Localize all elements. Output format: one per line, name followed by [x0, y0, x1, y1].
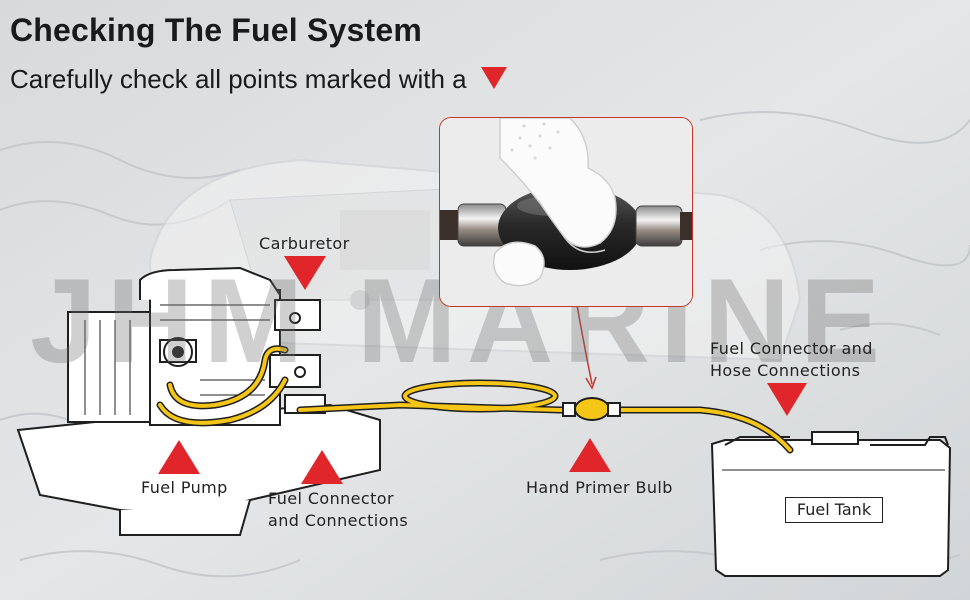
tank-connector-label-line2: Hose Connections [710, 361, 861, 380]
tank-connector-label-line1: Fuel Connector and [710, 339, 873, 358]
carburetor-marker [284, 256, 326, 290]
hand-primer-marker [569, 438, 611, 472]
primer-bulb-drawing [562, 397, 621, 421]
tank-connector-marker [767, 383, 807, 416]
subtitle-text: Carefully check all points marked with a [10, 64, 467, 94]
inset-pointer-arrow [576, 304, 597, 390]
primer-bulb-photo [439, 117, 693, 307]
outboard-engine-drawing [16, 266, 381, 536]
fuel-connector-label-line2: and Connections [268, 511, 409, 530]
fuel-connector-label: Fuel Connector and Connections [268, 488, 408, 532]
fuel-connector-marker [301, 450, 343, 484]
fuel-pump-marker [158, 440, 200, 474]
page-subtitle: Carefully check all points marked with a [10, 64, 507, 95]
primer-bulb-photo-art [440, 118, 692, 306]
fuel-connector-label-line1: Fuel Connector [268, 489, 394, 508]
page-title: Checking The Fuel System [10, 12, 423, 48]
fuel-pump-label: Fuel Pump [141, 478, 228, 497]
fuel-tank-label: Fuel Tank [785, 497, 883, 523]
warning-markers [158, 256, 807, 484]
carburetor-label: Carburetor [259, 234, 350, 253]
tank-connector-label: Fuel Connector and Hose Connections [710, 338, 873, 382]
hand-primer-bulb-label: Hand Primer Bulb [526, 478, 673, 497]
warning-triangle-icon [480, 67, 507, 90]
